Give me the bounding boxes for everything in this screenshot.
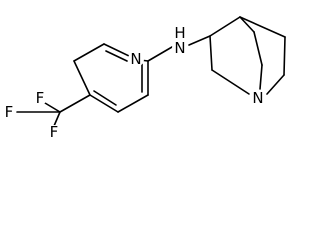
atom-label-layer: N N H N F F F <box>2 24 266 141</box>
fluorine-top-mask <box>33 91 47 105</box>
amine-n-label: N <box>174 39 185 57</box>
bond-nh-c3q <box>188 35 211 46</box>
bond-c5-c5a <box>73 60 91 96</box>
quinuclidine-n-label: N <box>252 89 263 107</box>
bond-c3-c4 <box>117 94 149 113</box>
bond-c6q-n <box>266 74 285 95</box>
bond-cf3-f-bottom <box>53 111 61 127</box>
bond-c8q-n <box>259 64 263 90</box>
fluorine-left-mask <box>2 105 16 119</box>
amine-n-mask <box>172 40 188 56</box>
bond-c7q-c8q <box>253 31 263 66</box>
bond-c2-nh <box>147 46 173 62</box>
amine-h-label: H <box>174 24 185 42</box>
bond-c6-n1-double <box>105 50 128 62</box>
bond-layer <box>16 16 286 127</box>
bond-c4q-c5q <box>239 16 286 38</box>
bond-c5-c6 <box>73 43 105 62</box>
bond-c6-n1 <box>103 43 130 57</box>
fluorine-left-label: F <box>5 103 14 121</box>
bond-c2q-n <box>211 69 250 95</box>
bond-c5q-c6q <box>283 36 286 76</box>
bond-c3q-c2q <box>209 35 213 71</box>
pyridine-n-mask <box>128 51 144 67</box>
bond-c4-c5-double <box>93 90 117 106</box>
fluorine-bottom-mask <box>47 125 61 139</box>
bond-c3q-c4q <box>209 16 241 37</box>
pyridine-n-label: N <box>130 50 141 68</box>
chemical-structure: N N H N F F F <box>2 16 286 141</box>
fluorine-bottom-label: F <box>50 123 59 141</box>
bond-ring-cf3 <box>59 94 91 113</box>
bond-c4q-c7q <box>239 16 255 33</box>
quinuclidine-n-mask <box>250 90 266 106</box>
bond-cf3-f-top <box>44 102 61 113</box>
bond-c4-c5 <box>89 94 119 113</box>
fluorine-top-label: F <box>36 89 45 107</box>
